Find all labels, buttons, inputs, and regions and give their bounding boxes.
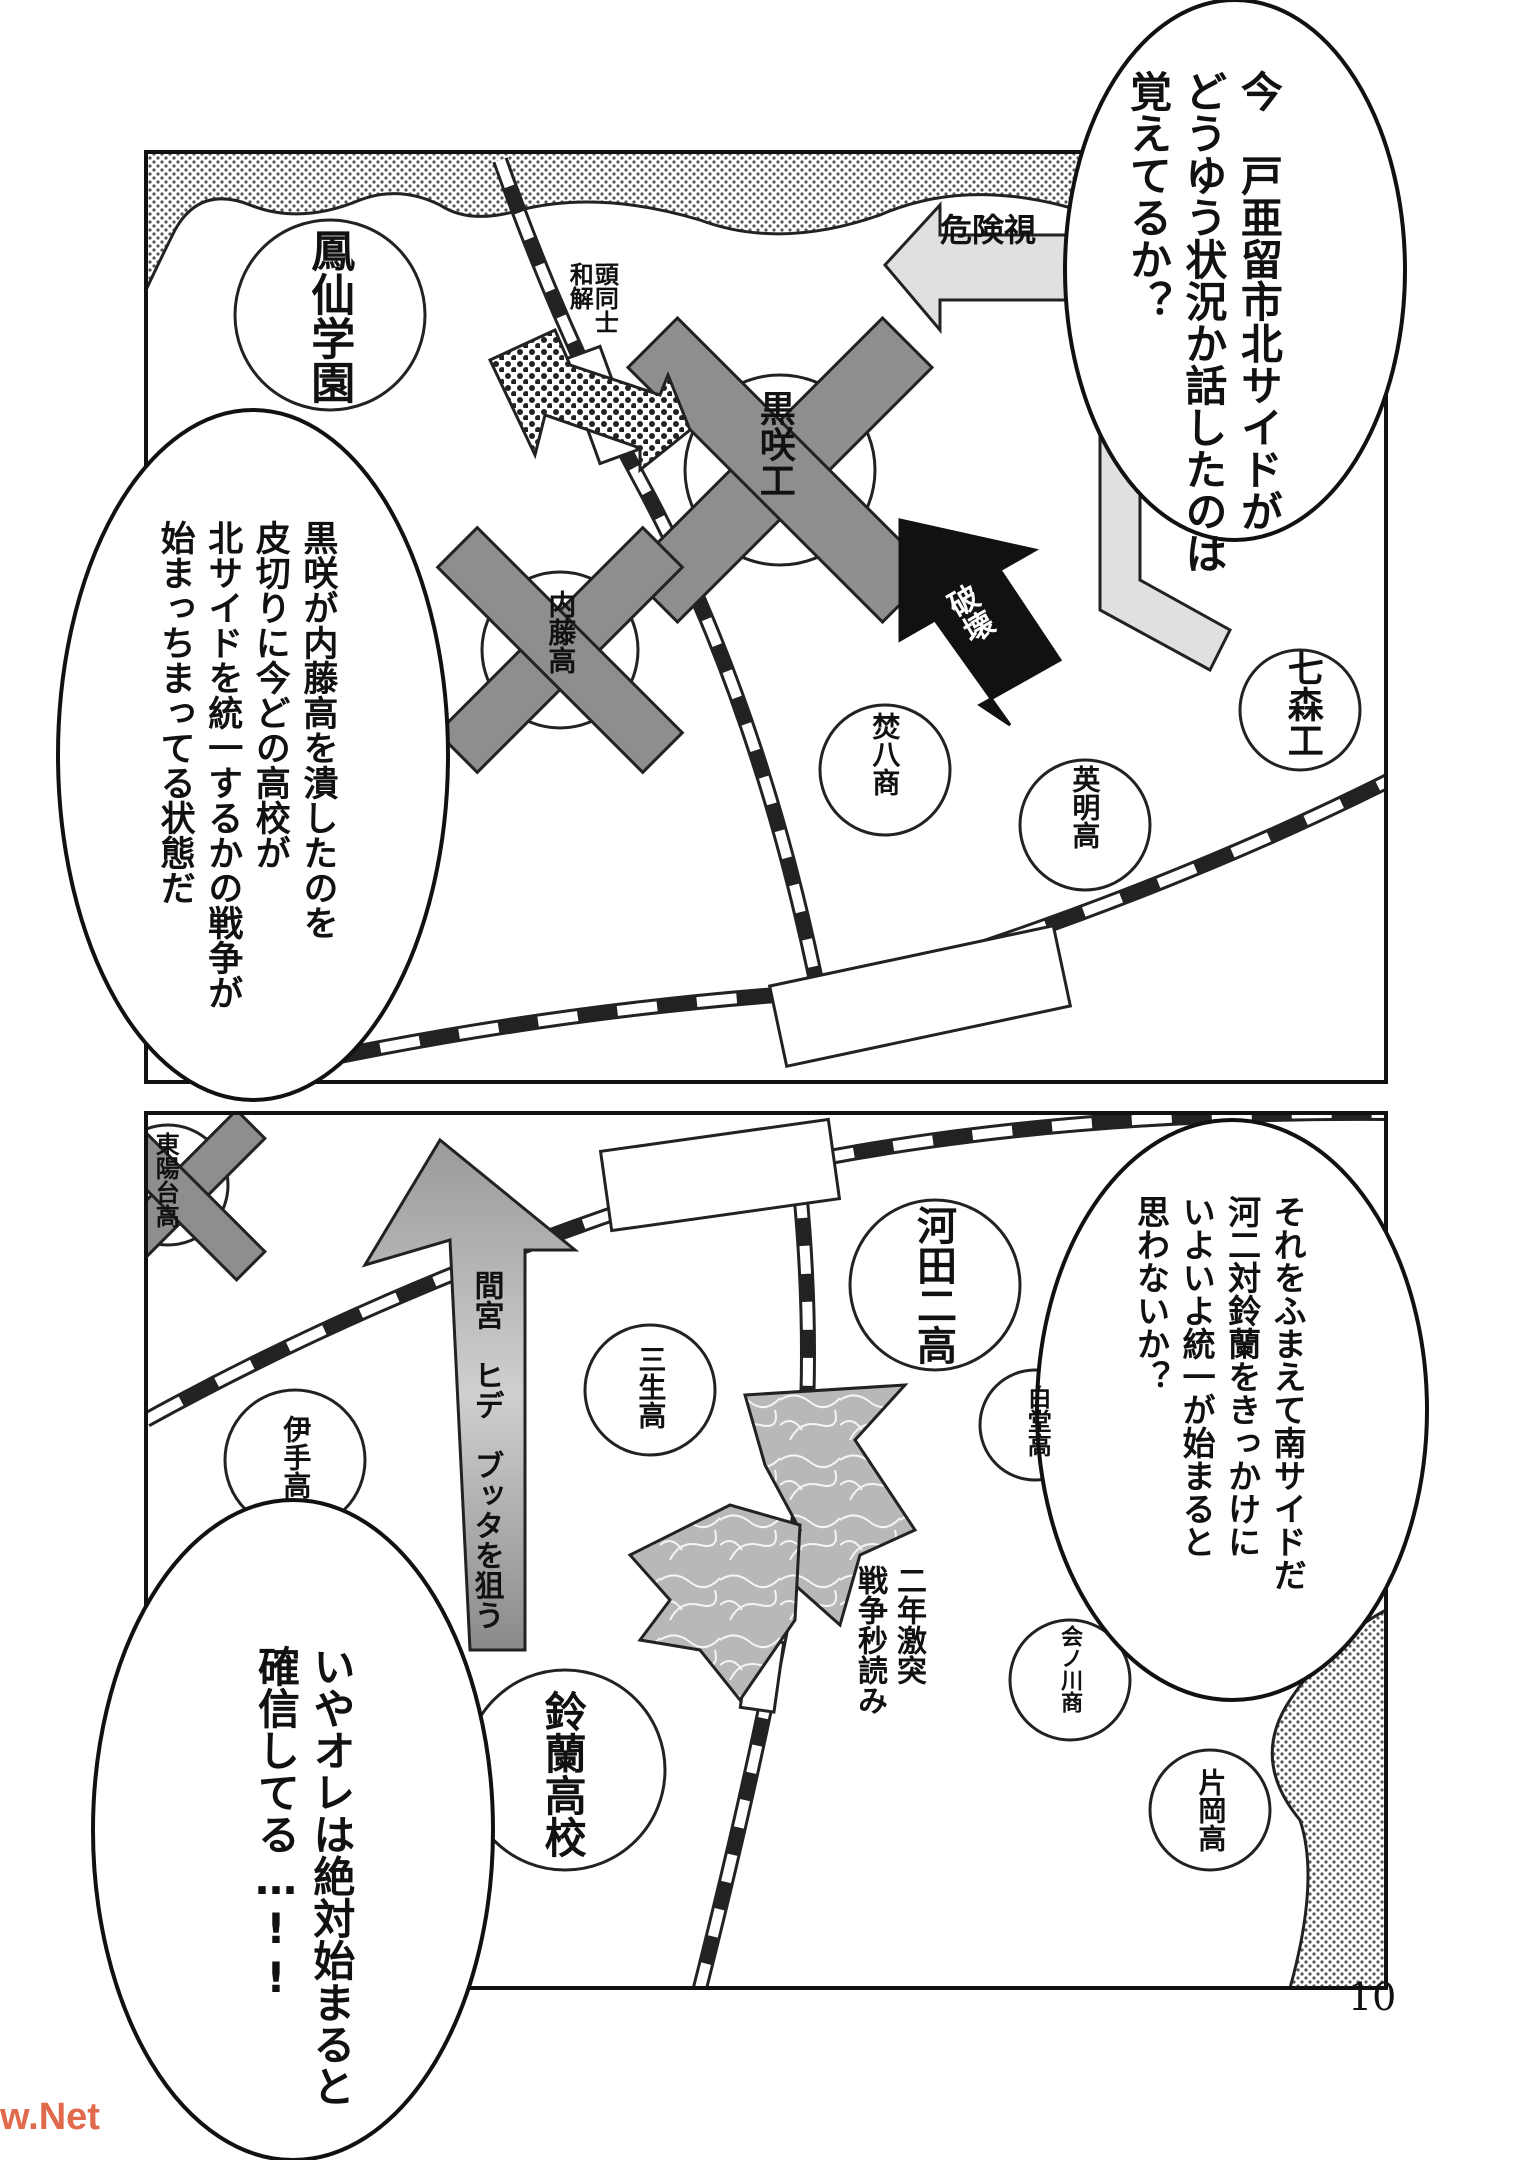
speech-2: 黒咲が内藤高を潰したのを 皮切りに今どの高校が 北サイドを統一するかの戦争が 始… (154, 520, 338, 1010)
label-target: 間宮 ヒデ ブッタを狙う (468, 1270, 504, 1630)
school-funpachi: 焚八商 (868, 712, 902, 796)
watermark: w.Net (0, 2096, 100, 2138)
school-toyodai: 東陽台高 (151, 1132, 180, 1228)
school-nanamori: 七森工 (1281, 650, 1323, 758)
school-sansho: 三生高 (634, 1345, 668, 1429)
school-ite: 伊手高 (279, 1415, 313, 1499)
school-naito: 内藤高 (544, 590, 578, 674)
label-clash: 二年激突 戦争秒読み (852, 1565, 926, 1715)
school-kurosaki: 黒咲工 (753, 390, 795, 498)
speech-1: 今 戸亜留市北サイドが どうゆう状況か話したのは 覚えてるか？ (1123, 70, 1284, 574)
label-truce: 頭同士 和解 (565, 262, 619, 334)
school-kataoka: 片岡高 (1194, 1768, 1228, 1852)
speech-4: いやオレは絶対始まると 確信してる…!! (251, 1645, 356, 2107)
school-ainokawa: 会ノ川商 (1057, 1625, 1083, 1713)
school-kawada: 河田二高 (910, 1205, 956, 1365)
school-eimei: 英明高 (1068, 765, 1102, 849)
label-danger: 危険視 (940, 211, 1037, 249)
school-suzuran: 鈴蘭高校 (538, 1690, 588, 1858)
page-number: 10 (1348, 1975, 1397, 2019)
school-hakudo: 白堂高 (1023, 1385, 1052, 1457)
school-hosen: 鳳仙学園 (303, 228, 355, 404)
speech-3: それをふまえて南サイドだ 河二対鈴蘭をきっかけに いよいよ統一が始まると 思わな… (1131, 1195, 1308, 1591)
